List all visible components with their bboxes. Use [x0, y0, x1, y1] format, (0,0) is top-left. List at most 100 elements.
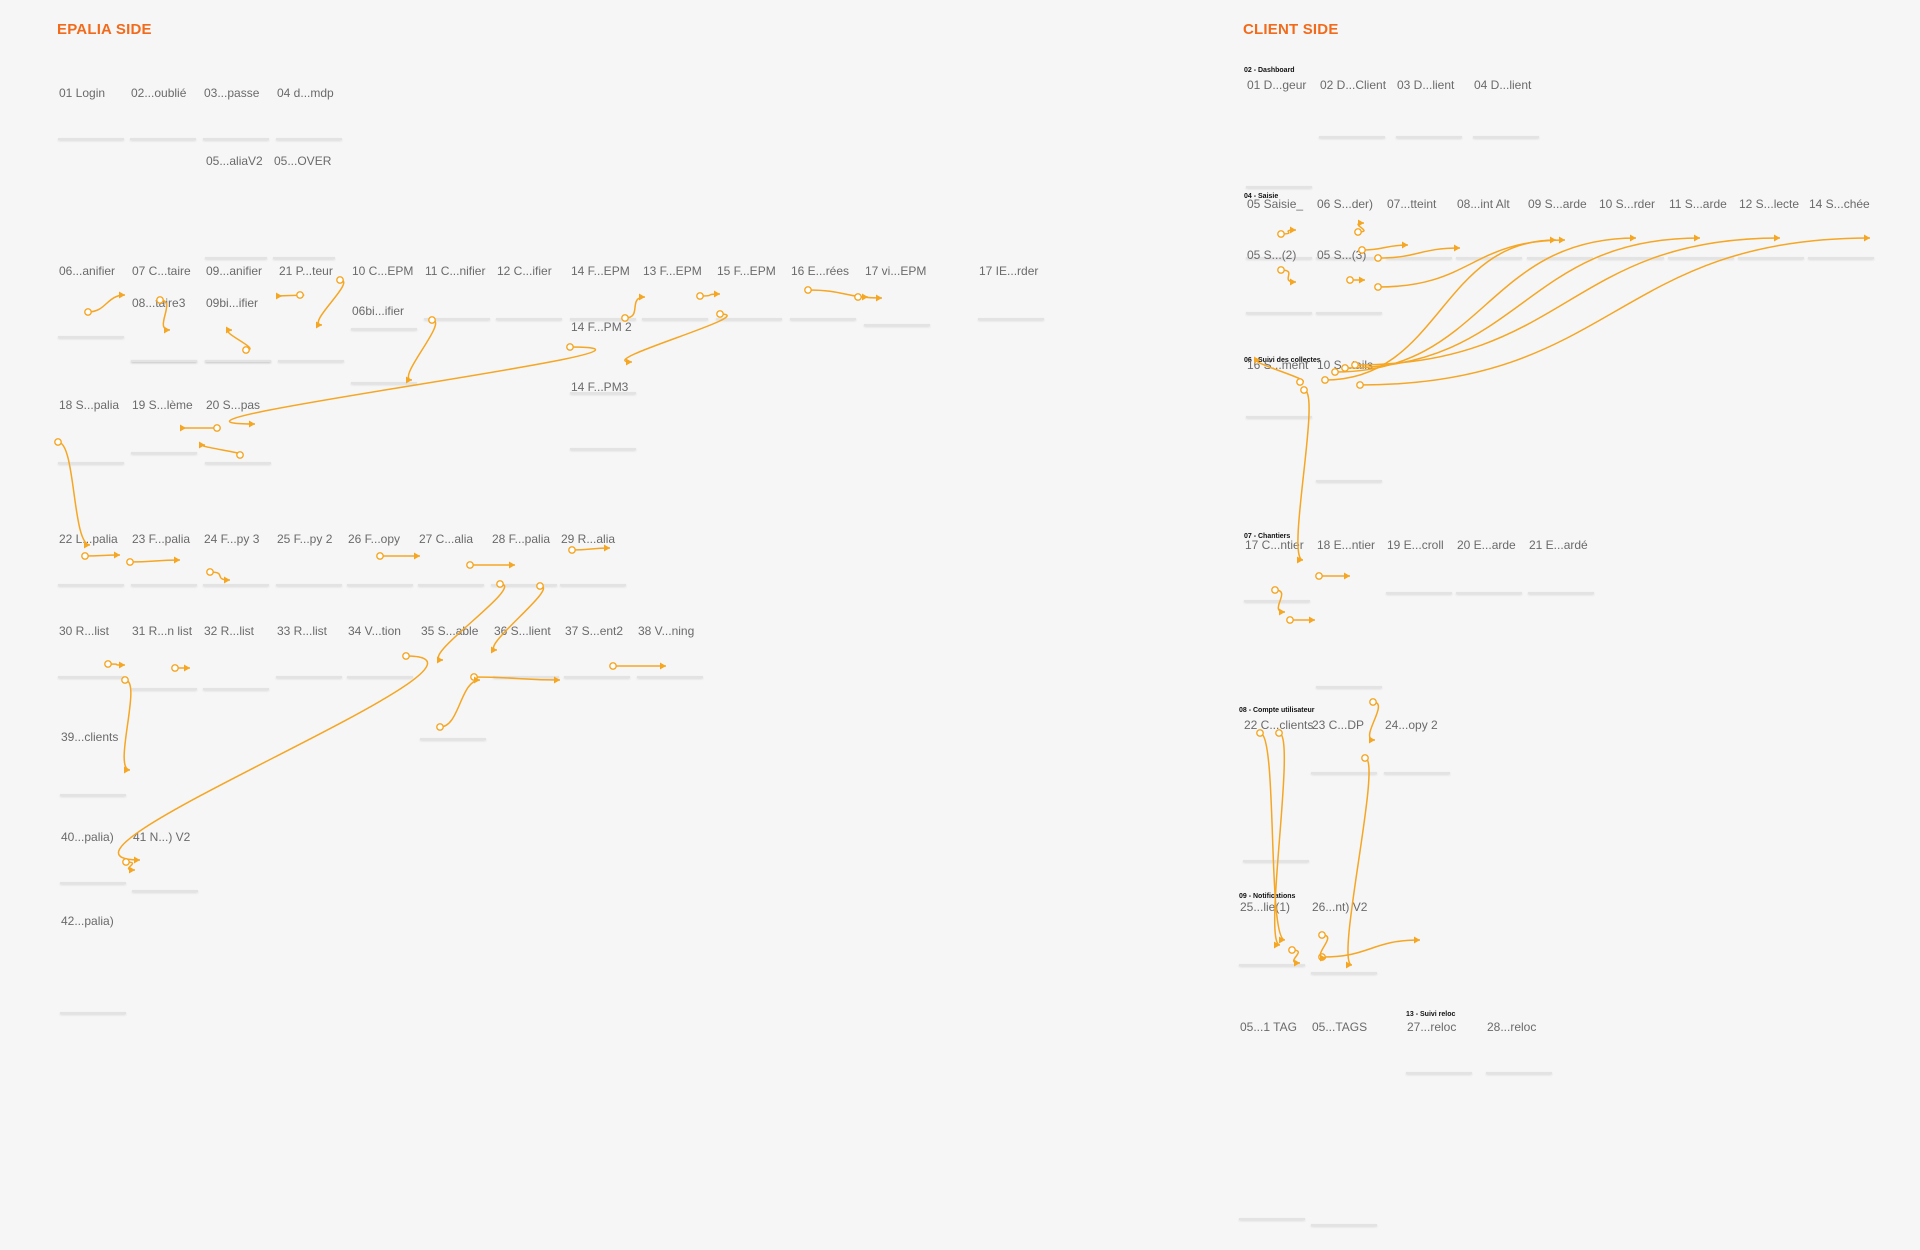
link-origin-dot[interactable]: [54, 438, 62, 446]
link-origin-dot[interactable]: [122, 858, 130, 866]
link-origin-dot[interactable]: [1315, 572, 1323, 580]
link-origin-dot[interactable]: [402, 652, 410, 660]
artboard-frame[interactable]: 40...palia): [60, 830, 126, 884]
artboard-frame[interactable]: 09bi...ifier: [205, 296, 271, 362]
link-origin-dot[interactable]: [242, 346, 250, 354]
artboard-frame[interactable]: 28...reloc: [1486, 1020, 1552, 1074]
artboard-frame[interactable]: 21 E...ardé: [1528, 538, 1594, 594]
link-origin-dot[interactable]: [496, 580, 504, 588]
artboard-frame[interactable]: 25...lie(1): [1239, 900, 1305, 966]
link-origin-dot[interactable]: [1374, 283, 1382, 291]
link-origin-dot[interactable]: [609, 662, 617, 670]
link-origin-dot[interactable]: [81, 552, 89, 560]
link-origin-dot[interactable]: [1374, 254, 1382, 262]
link-origin-dot[interactable]: [213, 424, 221, 432]
link-origin-dot[interactable]: [566, 343, 574, 351]
artboard-frame[interactable]: 38 V...ning: [637, 624, 703, 678]
link-origin-dot[interactable]: [536, 582, 544, 590]
link-origin-dot[interactable]: [1361, 754, 1369, 762]
artboard-frame[interactable]: 13 F...EPM: [642, 264, 708, 320]
link-origin-dot[interactable]: [716, 310, 724, 318]
link-origin-dot[interactable]: [1286, 616, 1294, 624]
link-origin-dot[interactable]: [1341, 364, 1349, 372]
link-origin-dot[interactable]: [171, 664, 179, 672]
link-origin-dot[interactable]: [376, 552, 384, 560]
artboard-frame[interactable]: 01 Login: [58, 86, 124, 140]
artboard-frame[interactable]: 19 S...lème: [131, 398, 197, 454]
artboard-frame[interactable]: 10 S...rder: [1598, 197, 1664, 259]
artboard-frame[interactable]: 12 S...lecte: [1738, 197, 1804, 259]
artboard-frame[interactable]: 27...reloc: [1406, 1020, 1472, 1074]
artboard-frame[interactable]: 22 C...clients: [1243, 718, 1313, 862]
artboard-frame[interactable]: 18 E...ntier: [1316, 538, 1382, 688]
link-origin-dot[interactable]: [1300, 386, 1308, 394]
artboard-frame[interactable]: 01 D...geur: [1246, 78, 1312, 188]
link-origin-dot[interactable]: [804, 286, 812, 294]
link-origin-dot[interactable]: [336, 276, 344, 284]
artboard-frame[interactable]: 09 S...arde: [1527, 197, 1593, 259]
artboard-frame[interactable]: 02...oublié: [130, 86, 196, 140]
link-origin-dot[interactable]: [696, 292, 704, 300]
artboard-frame[interactable]: 16 S...ment: [1246, 358, 1312, 418]
artboard-frame[interactable]: 26 F...opy: [347, 532, 413, 586]
artboard-frame[interactable]: 34 V...tion: [347, 624, 413, 678]
artboard-frame[interactable]: 11 C...nifier: [424, 264, 490, 320]
link-origin-dot[interactable]: [1271, 586, 1279, 594]
link-origin-dot[interactable]: [1358, 246, 1366, 254]
artboard-frame[interactable]: 17 vi...EPM: [864, 264, 930, 326]
artboard-frame[interactable]: 03 D...lient: [1396, 78, 1462, 138]
artboard-frame[interactable]: 19 E...croll: [1386, 538, 1452, 594]
artboard-frame[interactable]: 14 F...PM3: [570, 380, 636, 450]
artboard-frame[interactable]: 02 D...Client: [1319, 78, 1386, 138]
link-origin-dot[interactable]: [428, 316, 436, 324]
link-origin-dot[interactable]: [296, 291, 304, 299]
artboard-frame[interactable]: 29 R...alia: [560, 532, 626, 586]
artboard-frame[interactable]: 11 S...arde: [1668, 197, 1734, 259]
artboard-frame[interactable]: 05 S...(2): [1246, 248, 1312, 314]
artboard-frame[interactable]: 42...palia): [60, 914, 126, 1014]
artboard-frame[interactable]: 06...anifier: [58, 264, 124, 338]
link-origin-dot[interactable]: [1296, 378, 1304, 386]
link-origin-dot[interactable]: [84, 308, 92, 316]
link-origin-dot[interactable]: [1321, 376, 1329, 384]
link-origin-dot[interactable]: [466, 561, 474, 569]
artboard-frame[interactable]: 06bi...ifier: [351, 304, 417, 384]
artboard-frame[interactable]: 39...clients: [60, 730, 126, 796]
artboard-frame[interactable]: 33 R...list: [276, 624, 342, 678]
artboard-frame[interactable]: 23 F...palia: [131, 532, 197, 586]
artboard-frame[interactable]: 23 C...DP: [1311, 718, 1377, 774]
link-origin-dot[interactable]: [1354, 228, 1362, 236]
artboard-frame[interactable]: 25 F...py 2: [276, 532, 342, 586]
artboard-frame[interactable]: 17 C...ntier: [1244, 538, 1310, 602]
artboard-frame[interactable]: 06 S...der): [1316, 197, 1382, 259]
artboard-frame[interactable]: 41 N...) V2: [132, 830, 198, 892]
artboard-frame[interactable]: 18 S...palia: [58, 398, 124, 464]
artboard-frame[interactable]: 35 S...able: [420, 624, 486, 740]
artboard-frame[interactable]: 05...TAGS: [1311, 1020, 1377, 1226]
link-origin-dot[interactable]: [436, 723, 444, 731]
link-origin-dot[interactable]: [236, 451, 244, 459]
artboard-frame[interactable]: 03...passe: [203, 86, 269, 140]
artboard-frame[interactable]: 05...aliaV2: [205, 154, 267, 259]
artboard-frame[interactable]: 08...int Alt: [1456, 197, 1522, 259]
link-origin-dot[interactable]: [568, 546, 576, 554]
artboard-frame[interactable]: 20 E...arde: [1456, 538, 1522, 594]
link-origin-dot[interactable]: [1256, 729, 1264, 737]
artboard-frame[interactable]: 05 Saisie_: [1246, 197, 1312, 259]
link-origin-dot[interactable]: [1351, 361, 1359, 369]
artboard-frame[interactable]: 05 S...(3): [1316, 248, 1382, 314]
link-origin-dot[interactable]: [121, 676, 129, 684]
artboard-frame[interactable]: 26...nt) V2: [1311, 900, 1377, 974]
link-origin-dot[interactable]: [1288, 946, 1296, 954]
link-origin-dot[interactable]: [1369, 698, 1377, 706]
link-origin-dot[interactable]: [126, 558, 134, 566]
artboard-frame[interactable]: 22 L...palia: [58, 532, 124, 586]
artboard-frame[interactable]: 14 S...chée: [1808, 197, 1874, 259]
artboard-frame[interactable]: 05...1 TAG: [1239, 1020, 1305, 1220]
link-origin-dot[interactable]: [1275, 729, 1283, 737]
artboard-frame[interactable]: 16 E...rées: [790, 264, 856, 320]
artboard-frame[interactable]: 12 C...ifier: [496, 264, 562, 320]
artboard-frame[interactable]: 21 P...teur: [278, 264, 344, 362]
artboard-frame[interactable]: 14 F...EPM: [570, 264, 636, 320]
link-origin-dot[interactable]: [1318, 931, 1326, 939]
